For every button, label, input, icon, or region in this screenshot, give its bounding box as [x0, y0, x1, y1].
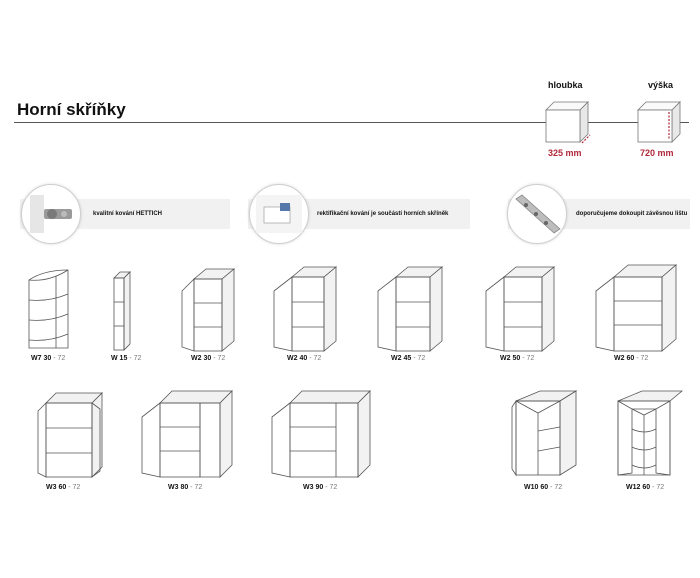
rail-photo-icon [507, 184, 567, 244]
cabinet-height: - 72 [68, 484, 81, 491]
feature-text-rectification: rektifikační kování je součástí horních … [317, 211, 449, 217]
cabinet-label: W3 80 - 72 [168, 484, 202, 491]
cabinet-code: W3 90 [303, 484, 324, 491]
cabinet-w10-60-drawing [511, 390, 578, 477]
cabinet-height: - 72 [129, 355, 142, 362]
cabinet-height: - 72 [522, 355, 535, 362]
cabinet-w2-45-drawing [377, 266, 444, 352]
feature-text-hettich: kvalitní kování HETTICH [93, 211, 163, 217]
cabinet-height: - 72 [190, 484, 203, 491]
cabinet-w2-30-drawing [181, 268, 236, 352]
cabinet-code: W2 50 [500, 355, 521, 362]
cabinet-code: W3 60 [46, 484, 67, 491]
cabinet-w2-50-drawing [485, 266, 556, 352]
depth-label: hloubka [548, 80, 583, 90]
cabinet-label: W2 40 - 72 [287, 355, 321, 362]
cabinet-label: W12 60 - 72 [626, 484, 664, 491]
cabinet-w7-30-drawing [28, 269, 69, 349]
cabinet-w15-drawing [113, 271, 131, 351]
cabinet-label: W2 60 - 72 [614, 355, 648, 362]
page-title: Horní skříňky [17, 100, 126, 119]
cabinet-code: W12 60 [626, 484, 651, 491]
cabinet-label: W 15 - 72 [111, 355, 141, 362]
cabinet-code: W2 60 [614, 355, 635, 362]
depth-cube-icon [545, 101, 591, 144]
cabinet-label: W3 90 - 72 [303, 484, 337, 491]
cabinet-w3-80-drawing [141, 390, 233, 478]
cabinet-code: W7 30 [31, 355, 52, 362]
cabinet-w2-60-drawing [595, 264, 678, 352]
cabinet-w12-60-drawing [617, 390, 684, 476]
hinge-photo-icon [21, 184, 81, 244]
cabinet-height: - 72 [325, 484, 338, 491]
cabinet-w3-90-drawing [271, 390, 371, 478]
cabinet-w2-40-drawing [273, 266, 338, 352]
cabinet-code: W2 30 [191, 355, 212, 362]
cabinet-label: W2 30 - 72 [191, 355, 225, 362]
cabinet-height: - 72 [213, 355, 226, 362]
cabinet-code: W10 60 [524, 484, 549, 491]
height-label: výška [648, 80, 674, 90]
cabinet-code: W 15 [111, 355, 128, 362]
title-divider [14, 122, 689, 123]
height-value: 720 mm [640, 148, 674, 158]
bracket-photo-icon [249, 184, 309, 244]
cabinet-code: W2 40 [287, 355, 308, 362]
cabinet-height: - 72 [636, 355, 649, 362]
cabinet-code: W3 80 [168, 484, 189, 491]
cabinet-label: W2 50 - 72 [500, 355, 534, 362]
cabinet-height: - 72 [550, 484, 563, 491]
feature-text-rail: doporučujeme dokoupit závěsnou lištu [576, 211, 688, 217]
cabinet-w3-60-drawing [37, 392, 103, 478]
cabinet-label: W7 30 - 72 [31, 355, 65, 362]
cabinet-height: - 72 [652, 484, 665, 491]
cabinet-code: W2 45 [391, 355, 412, 362]
cabinet-label: W3 60 - 72 [46, 484, 80, 491]
cabinet-height: - 72 [413, 355, 426, 362]
cabinet-height: - 72 [309, 355, 322, 362]
cabinet-height: - 72 [53, 355, 66, 362]
cabinet-label: W2 45 - 72 [391, 355, 425, 362]
cabinet-label: W10 60 - 72 [524, 484, 562, 491]
height-cube-icon [637, 101, 681, 143]
depth-value: 325 mm [548, 148, 582, 158]
